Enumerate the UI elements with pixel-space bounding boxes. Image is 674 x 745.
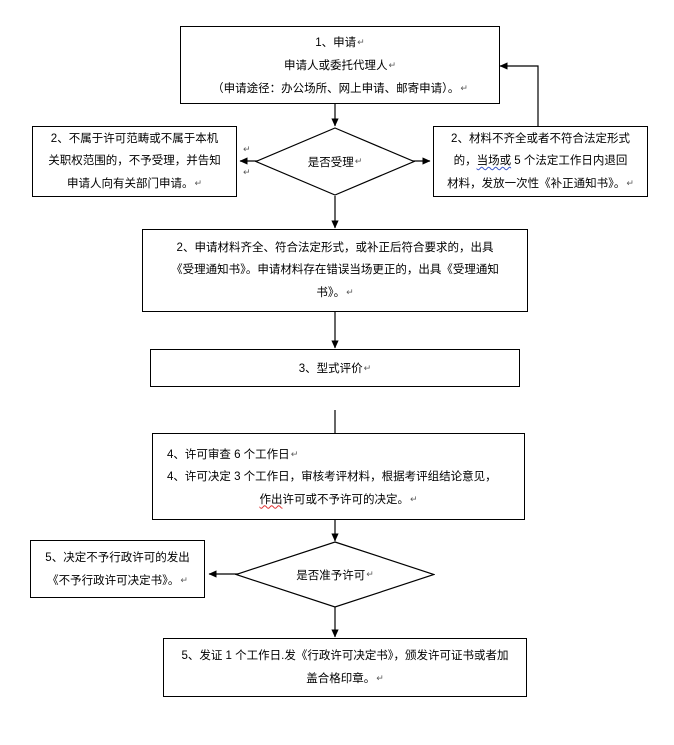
node-not-in-scope[interactable]: 2、不属于许可范畴或不属于本机 关职权范围的，不予受理，并告知 申请人向有关部门… xyxy=(32,126,237,197)
node-review-line-3: 作出许可或不予许可的决定。↵ xyxy=(259,493,418,506)
pilcrow-mark: ↵ xyxy=(363,362,372,373)
node-not-in-scope-line-3: 申请人向有关部门申请。↵ xyxy=(66,178,203,190)
node-review[interactable]: 4、许可审查 6 个工作日↵ 4、许可决定 3 个工作日，审核考评材料，根据考评… xyxy=(152,433,525,520)
node-accepted-line-2: 《受理通知书》。申请材料存在错误当场更正的，出具《受理通知 xyxy=(171,264,499,276)
node-incomplete-materials-line-1: 2、材料不齐全或者不符合法定形式 xyxy=(451,133,630,145)
grammar-squiggle-text: 当场或 xyxy=(476,155,512,167)
pilcrow-mark: ↵ xyxy=(194,178,203,188)
pilcrow-mark: ↵ xyxy=(366,569,374,579)
decision-accept[interactable]: 是否受理↵ xyxy=(255,127,415,196)
pilcrow-mark: ↵ xyxy=(626,178,634,188)
node-review-line-1: 4、许可审查 6 个工作日↵ xyxy=(167,448,299,461)
node-refuse-line-2: 《不予行政许可决定书》。↵ xyxy=(47,574,188,587)
node-refuse-line-1: 5、决定不予行政许可的发出 xyxy=(45,551,190,564)
spelling-squiggle-text: 作出 xyxy=(259,493,283,506)
node-incomplete-materials-line-3: 材料，发放一次性《补正通知书》。↵ xyxy=(447,178,634,190)
node-apply-line-3: （申请途径：办公场所、网上申请、邮寄申请）。↵ xyxy=(212,82,468,95)
node-accepted-line-3: 书》。↵ xyxy=(316,287,354,299)
pilcrow-mark: ↵ xyxy=(409,493,418,504)
stray-pilcrow-lower: ↵ xyxy=(243,167,251,177)
decision-accept-label: 是否受理↵ xyxy=(307,156,363,169)
node-review-line-2: 4、许可决定 3 个工作日，审核考评材料，根据考评组结论意见， xyxy=(167,470,497,483)
pilcrow-mark: ↵ xyxy=(180,574,188,585)
decision-permit[interactable]: 是否准予许可↵ xyxy=(235,541,435,608)
node-apply[interactable]: 1、申请↵ 申请人或委托代理人↵ （申请途径：办公场所、网上申请、邮寄申请）。↵ xyxy=(180,26,500,104)
node-not-in-scope-line-2: 关职权范围的，不予受理，并告知 xyxy=(48,155,221,167)
node-accepted[interactable]: 2、申请材料齐全、符合法定形式，或补正后符合要求的，出具 《受理通知书》。申请材… xyxy=(142,229,528,312)
pilcrow-mark: ↵ xyxy=(357,36,365,47)
pilcrow-mark: ↵ xyxy=(354,156,363,166)
node-refuse[interactable]: 5、决定不予行政许可的发出 《不予行政许可决定书》。↵ xyxy=(30,540,205,598)
pilcrow-mark: ↵ xyxy=(346,287,354,297)
node-apply-line-1: 1、申请↵ xyxy=(315,36,365,49)
pilcrow-mark: ↵ xyxy=(376,673,384,683)
node-not-in-scope-line-1: 2、不属于许可范畴或不属于本机 xyxy=(50,133,219,145)
pilcrow-mark: ↵ xyxy=(388,59,397,70)
node-issue-certificate[interactable]: 5、发证 1 个工作日.发《行政许可决定书》，颁发许可证书或者加 盖合格印章。↵ xyxy=(163,638,527,697)
pilcrow-mark: ↵ xyxy=(290,448,299,459)
node-incomplete-materials-line-2: 的，当场或 5 个法定工作日内退回 xyxy=(453,155,628,167)
connector-incomplete-back-to-apply xyxy=(499,62,539,126)
stray-pilcrow-upper: ↵ xyxy=(243,144,251,154)
node-issue-certificate-line-1: 5、发证 1 个工作日.发《行政许可决定书》，颁发许可证书或者加 xyxy=(181,650,509,662)
decision-permit-label: 是否准予许可↵ xyxy=(296,569,374,582)
node-type-evaluation[interactable]: 3、型式评价↵ xyxy=(150,349,520,387)
node-type-evaluation-line-1: 3、型式评价↵ xyxy=(298,362,372,375)
pilcrow-mark: ↵ xyxy=(460,82,468,93)
node-accepted-line-1: 2、申请材料齐全、符合法定形式，或补正后符合要求的，出具 xyxy=(176,242,494,254)
node-issue-certificate-line-2: 盖合格印章。↵ xyxy=(306,673,384,685)
node-incomplete-materials[interactable]: 2、材料不齐全或者不符合法定形式 的，当场或 5 个法定工作日内退回 材料，发放… xyxy=(433,126,648,197)
diamond-shape-accept xyxy=(255,127,415,196)
node-apply-line-2: 申请人或委托代理人↵ xyxy=(283,59,397,72)
